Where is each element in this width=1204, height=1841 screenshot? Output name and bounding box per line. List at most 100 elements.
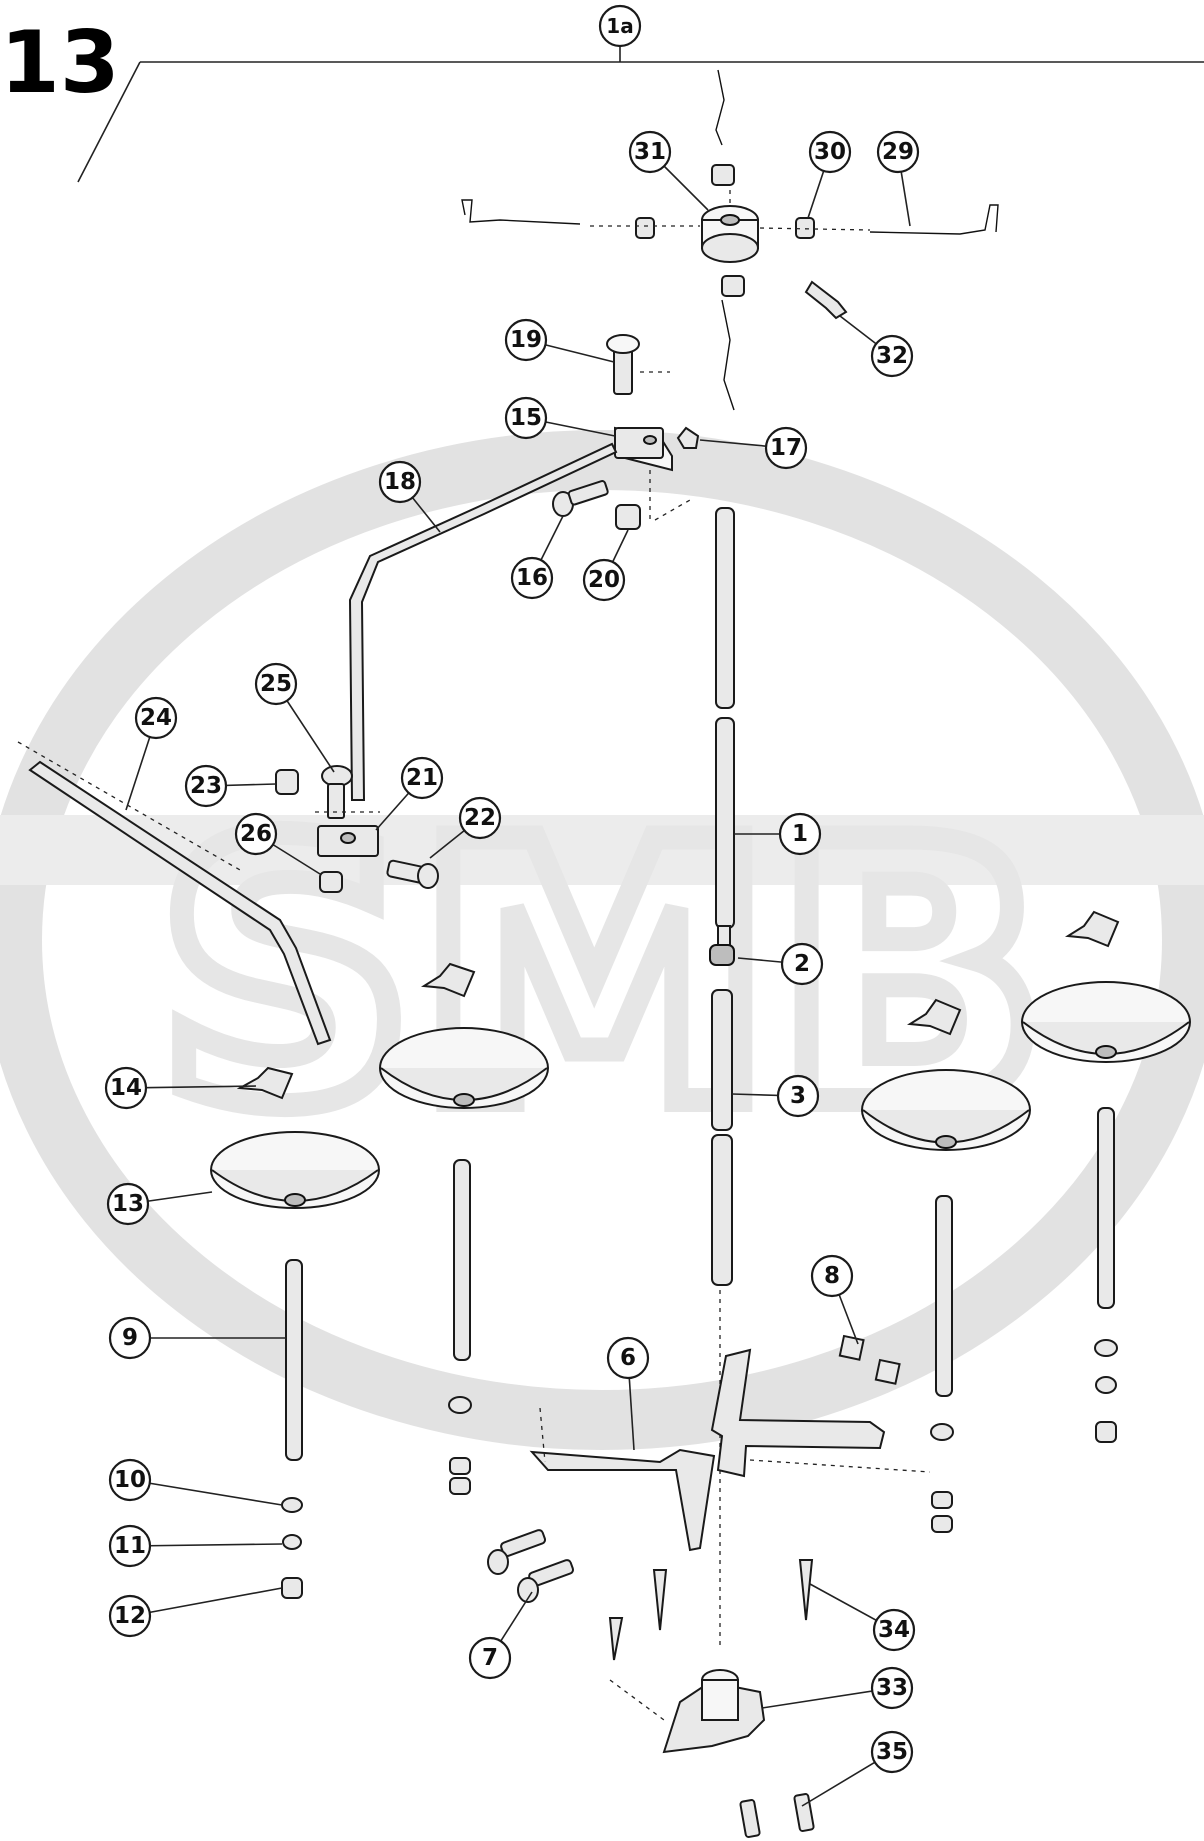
callout-number: 16 [516,565,548,591]
callout-number: 14 [110,1075,142,1101]
callout-11: 11 [108,1524,283,1568]
callout-number: 11 [114,1533,146,1559]
callout-number: 25 [260,671,292,697]
callout-number: 24 [140,705,172,731]
callout-circle [764,426,808,470]
spool-holder-right [1021,910,1191,1443]
callout-33: 33 [761,1666,914,1710]
callout-number: 32 [876,343,908,369]
callout-number: 9 [122,1325,138,1351]
callout-circle [628,130,672,174]
callout-circle [870,1730,914,1774]
center-post [709,507,735,1650]
callout-34: 34 [809,1583,916,1652]
callout-12: 12 [108,1587,283,1638]
callout-26: 26 [234,812,321,875]
callout-18: 18 [378,460,441,533]
callout-3: 3 [731,1074,820,1118]
callout-13: 13 [106,1182,213,1226]
callout-layer: 1236789101112131415161718192021222324252… [104,130,920,1807]
callout-number: 26 [240,821,272,847]
callout-23: 23 [184,764,277,808]
callout-number: 33 [876,1675,908,1701]
callout-number: 15 [510,405,542,431]
callout-circle [776,1074,820,1118]
callout-leader-line [125,1085,257,1089]
spool-holder-left [210,1066,380,1599]
callout-number: 30 [814,139,846,165]
callout-32: 32 [839,315,914,378]
callout-circle [504,318,548,362]
callout-22: 22 [429,796,502,859]
callout-number: 8 [824,1263,840,1289]
callout-31: 31 [628,130,709,211]
callout-number: 10 [114,1467,146,1493]
callout-number: 6 [620,1345,636,1371]
callout-number: 21 [406,765,438,791]
callout-9: 9 [108,1316,286,1360]
callout-circle [876,130,920,174]
assembly-callout-circle [598,4,642,48]
callout-circle [108,1524,152,1568]
callout-circle [234,812,278,856]
callout-circle [108,1594,152,1638]
callout-19: 19 [504,318,615,363]
callout-circle [106,1182,150,1226]
callout-circle [104,1066,148,1110]
callout-number: 13 [112,1191,144,1217]
callout-number: 29 [882,139,914,165]
callout-circle [808,130,852,174]
thread-guide-hub [461,69,999,411]
callout-21: 21 [375,756,444,831]
callout-circle [254,662,298,706]
callout-10: 10 [108,1458,283,1506]
callout-circle [504,396,548,440]
callout-circle [872,1608,916,1652]
page-number: 13 [0,13,120,113]
callout-24: 24 [125,696,178,811]
callout-17: 17 [699,426,808,470]
callout-circle [468,1636,512,1680]
callout-number: 12 [114,1603,146,1629]
callout-circle [458,796,502,840]
callout-25: 25 [254,662,335,773]
callout-circle [400,756,444,800]
bent-rod-upper [348,442,618,801]
callout-circle [582,558,626,602]
callout-circle [510,556,554,600]
lower-clamp-block [275,765,439,893]
callout-number: 31 [634,139,666,165]
callout-number: 3 [790,1083,806,1109]
callout-35: 35 [801,1730,914,1807]
assembly-bracket: 1a [77,4,1204,183]
spool-holder-center-right [861,998,1031,1533]
callout-circle [378,460,422,504]
callout-6: 6 [606,1336,650,1451]
assembly-callout-label: 1a [606,14,633,38]
callout-circle [810,1254,854,1298]
callout-8: 8 [810,1254,859,1345]
callout-number: 1 [792,821,808,847]
spool-holder-center-left [379,962,549,1495]
callout-number: 35 [876,1739,908,1765]
callout-circle [184,764,228,808]
callout-15: 15 [504,396,616,440]
callout-2: 2 [737,942,824,986]
callout-16: 16 [510,515,564,600]
callout-number: 23 [190,773,222,799]
callout-30: 30 [807,130,852,219]
callout-number: 7 [482,1645,498,1671]
callout-number: 19 [510,327,542,353]
callout-29: 29 [876,130,920,227]
callout-circle [870,334,914,378]
callout-circle [870,1666,914,1710]
callout-circle [108,1316,152,1360]
callout-circle [778,812,822,856]
callout-number: 22 [464,805,496,831]
callout-leader-line [129,1543,283,1547]
callout-circle [108,1458,152,1502]
callout-circle [134,696,178,740]
callout-number: 2 [794,951,810,977]
